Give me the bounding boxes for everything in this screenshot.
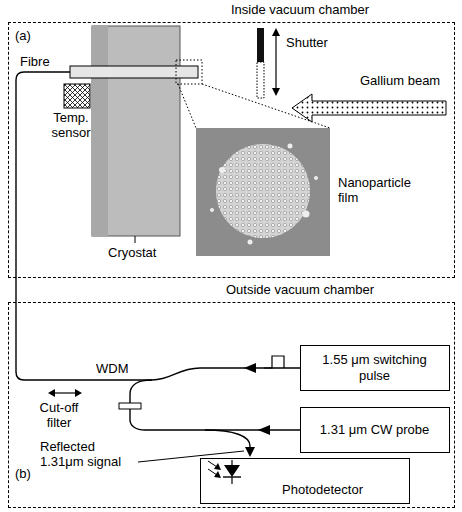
arrowhead <box>272 28 280 36</box>
light-arrow <box>208 469 217 475</box>
shutter-motion-arrow <box>275 34 276 90</box>
sensor-label: Temp. sensor <box>40 111 102 141</box>
diode-symbol <box>224 465 240 477</box>
arrowhead <box>272 88 280 96</box>
laser-source-box: 1.31 μm CW probe <box>300 407 450 453</box>
arrowhead <box>244 363 256 373</box>
pulse-symbol <box>264 356 284 368</box>
cryostat-label: Cryostat <box>108 246 156 261</box>
filter-motion-arrow <box>54 392 76 393</box>
cryostat-shade <box>92 26 108 236</box>
nanoparticle <box>314 176 318 180</box>
zoom-box <box>176 60 202 84</box>
sem-image <box>196 128 330 256</box>
nanoparticle <box>303 211 310 218</box>
nanoparticle <box>248 240 253 245</box>
panel-tag: (a) <box>15 29 31 44</box>
signal-label: Reflected 1.31μm signal <box>40 440 136 470</box>
box-text: Photodetector <box>282 482 363 498</box>
gallium-beam-arrow <box>292 94 446 122</box>
box-text: 1.31 μm CW probe <box>320 422 429 438</box>
region-heading: Inside vacuum chamber <box>231 3 369 18</box>
leader-line <box>138 451 244 462</box>
box-text: 1.55 μm switching pulse <box>307 352 443 383</box>
wdm-label: WDM <box>96 362 129 377</box>
zoom-line <box>178 84 196 128</box>
film-label: Nanoparticle film <box>338 176 430 206</box>
arrowhead <box>75 389 82 397</box>
filter-label: Cut-off filter <box>28 401 90 431</box>
arrowhead <box>214 463 221 470</box>
beam-label: Gallium beam <box>360 74 440 89</box>
laser-source-box: 1.55 μm switching pulse <box>300 345 450 391</box>
nanoparticle <box>210 208 214 212</box>
arrowhead <box>245 447 255 457</box>
nanoparticle-film-image <box>216 144 310 238</box>
nanoparticle <box>288 144 293 149</box>
photodetector-box: Photodetector <box>200 458 410 504</box>
cryostat-body <box>92 26 180 236</box>
nanoparticle <box>219 167 225 173</box>
shutter-open-position <box>257 62 264 98</box>
panel-tag: (b) <box>15 467 31 482</box>
fibre <box>130 380 250 448</box>
arrowhead <box>258 425 270 435</box>
fibre-holder <box>70 66 198 78</box>
shutter-symbol <box>257 28 264 62</box>
arrowhead <box>214 471 221 478</box>
shutter-label: Shutter <box>286 36 328 51</box>
cryostat-leader <box>135 236 136 243</box>
diode-symbol <box>231 460 232 465</box>
filter-symbol <box>119 403 141 409</box>
diode-symbol <box>231 477 232 484</box>
arrowhead <box>48 389 55 397</box>
probe-fibre <box>205 429 300 430</box>
temp-sensor-symbol <box>64 84 90 108</box>
fibre <box>16 72 152 380</box>
wdm-input-fibre <box>152 368 300 380</box>
region-heading: Outside vacuum chamber <box>226 283 374 298</box>
vacuum-chamber-region: Inside vacuum chamber(a) <box>8 22 455 278</box>
fibre-label: Fibre <box>20 55 50 70</box>
light-arrow <box>208 461 217 467</box>
